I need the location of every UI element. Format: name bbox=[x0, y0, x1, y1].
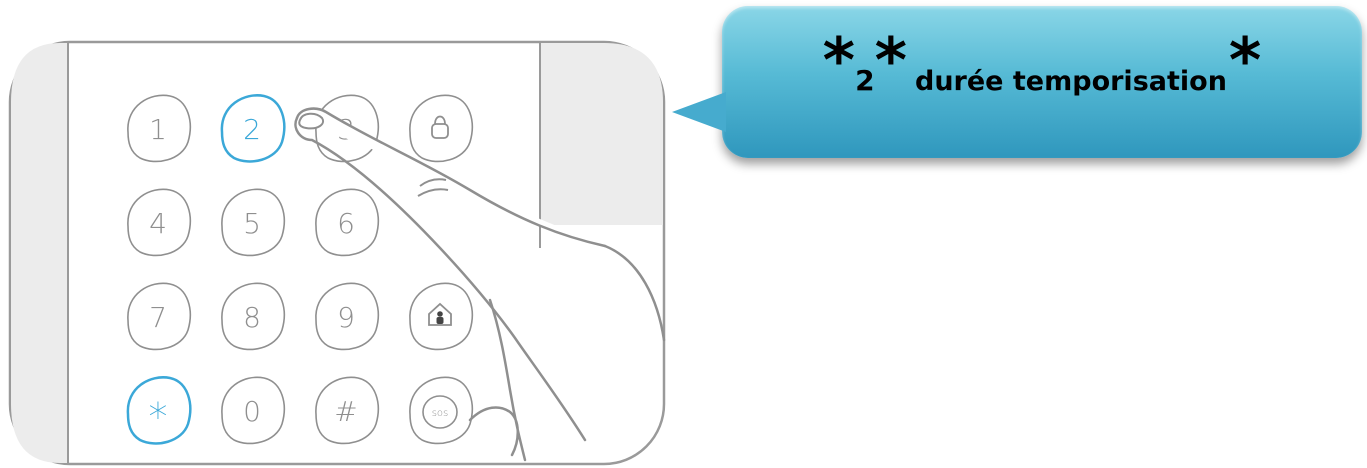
key-label: 5 bbox=[243, 207, 261, 240]
key-9[interactable]: 9 bbox=[316, 283, 378, 349]
finger-nail bbox=[299, 114, 323, 129]
key-6[interactable]: 6 bbox=[316, 189, 378, 255]
key-5[interactable]: 5 bbox=[222, 189, 284, 255]
key-label: 2 bbox=[243, 113, 261, 146]
key-label: 0 bbox=[243, 395, 261, 428]
key-4[interactable]: 4 bbox=[128, 189, 190, 255]
callout-pointer bbox=[668, 88, 738, 148]
key-0[interactable]: 0 bbox=[222, 377, 284, 443]
key-SOS[interactable]: sos bbox=[410, 377, 472, 443]
key-label: 8 bbox=[243, 301, 261, 334]
key-#[interactable]: # bbox=[316, 377, 378, 443]
key-7[interactable]: 7 bbox=[128, 283, 190, 349]
keypad-left-bezel bbox=[11, 43, 68, 463]
key-label: 9 bbox=[337, 301, 355, 334]
callout-text: *2*durée temporisation* bbox=[722, 30, 1362, 92]
keypad-illustration: 123456789*0#sos bbox=[0, 0, 700, 468]
key-label: 4 bbox=[149, 207, 167, 240]
key-home-person-icon[interactable] bbox=[410, 283, 472, 349]
key-2[interactable]: 2 bbox=[222, 95, 284, 161]
asterisk-middle: * bbox=[875, 24, 907, 97]
key-1[interactable]: 1 bbox=[128, 95, 190, 161]
key-label: 1 bbox=[149, 113, 167, 146]
key-label: 7 bbox=[149, 301, 167, 334]
keypad-right-bezel bbox=[540, 43, 663, 225]
key-outline bbox=[410, 95, 472, 161]
callout-caption: durée temporisation bbox=[915, 66, 1227, 97]
key-*[interactable]: * bbox=[128, 377, 190, 443]
key-label: 6 bbox=[337, 207, 355, 240]
key-8[interactable]: 8 bbox=[222, 283, 284, 349]
asterisk-right: * bbox=[1229, 24, 1261, 97]
key-lock-icon[interactable] bbox=[410, 95, 472, 161]
key-label: # bbox=[334, 395, 357, 428]
key-label: sos bbox=[432, 408, 449, 419]
asterisk-left: * bbox=[823, 24, 855, 97]
key-label: * bbox=[149, 395, 168, 439]
callout-digit: 2 bbox=[855, 64, 874, 97]
